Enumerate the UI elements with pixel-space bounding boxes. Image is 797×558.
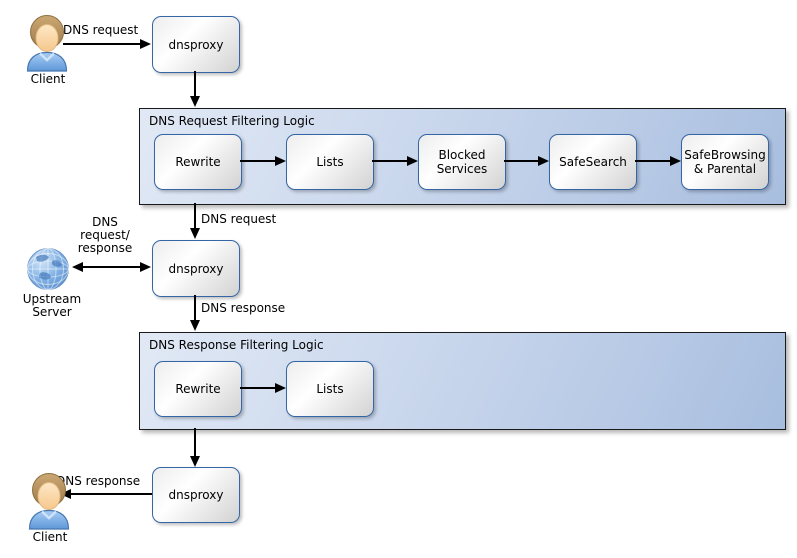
person-icon bbox=[28, 473, 70, 530]
upstream-server-icon bbox=[26, 247, 70, 294]
globe-icon bbox=[27, 248, 69, 290]
step-safesearch: SafeSearch bbox=[549, 134, 637, 190]
step-blocked-services: Blocked Services bbox=[418, 134, 506, 190]
response-filtering-title: DNS Response Filtering Logic bbox=[149, 338, 324, 352]
dnsproxy-top-box: dnsproxy bbox=[152, 16, 240, 73]
person-icon bbox=[26, 15, 68, 72]
response-filtering-container: DNS Response Filtering Logic Rewrite Lis… bbox=[139, 332, 786, 430]
client-icon bbox=[24, 12, 70, 75]
edge-label-upstream-exchange: DNS request/ response bbox=[77, 215, 133, 255]
client-top-label: Client bbox=[30, 72, 66, 86]
step-rewrite-request: Rewrite bbox=[154, 134, 242, 190]
upstream-server-label: Upstream Server bbox=[22, 292, 82, 319]
step-lists-request: Lists bbox=[286, 134, 374, 190]
step-rewrite-response: Rewrite bbox=[154, 361, 242, 417]
request-filtering-title: DNS Request Filtering Logic bbox=[149, 114, 315, 128]
step-lists-response: Lists bbox=[286, 361, 374, 417]
dnsproxy-mid-box: dnsproxy bbox=[152, 240, 240, 297]
edge-label-dns-request: DNS request bbox=[201, 212, 277, 226]
client-bottom-label: Client bbox=[32, 530, 68, 544]
edge-label-client-request: DNS request bbox=[63, 23, 139, 37]
edge-label-dns-response: DNS response bbox=[201, 301, 286, 315]
client-bottom-icon bbox=[26, 470, 72, 533]
step-safebrowsing-parental: SafeBrowsing & Parental bbox=[681, 134, 769, 190]
dnsproxy-bottom-box: dnsproxy bbox=[152, 467, 240, 523]
request-filtering-container: DNS Request Filtering Logic Rewrite List… bbox=[139, 108, 786, 205]
